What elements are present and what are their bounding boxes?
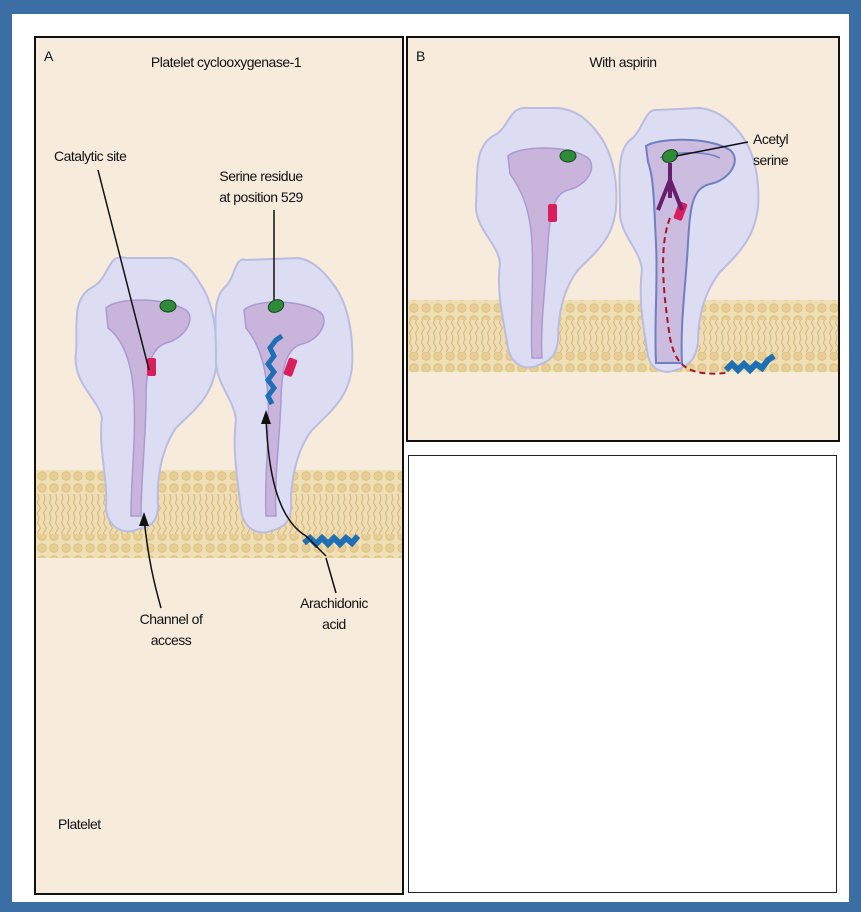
panel-a-illustration bbox=[36, 38, 402, 893]
panel-a-letter: A bbox=[44, 48, 53, 64]
arachidonic-label-line1: Arachidonic bbox=[274, 595, 394, 611]
serine-label-line2: at position 529 bbox=[186, 189, 336, 205]
channel-label-line2: access bbox=[116, 632, 226, 648]
panel-b-illustration bbox=[408, 38, 838, 440]
lipid-membrane bbox=[36, 470, 402, 558]
figure-frame: A Platelet cyclooxygenase-1 Catalytic si… bbox=[12, 14, 849, 902]
serine-residue-left-b bbox=[560, 150, 576, 162]
panel-b-title: With aspirin bbox=[538, 54, 708, 70]
panel-b-letter: B bbox=[416, 48, 425, 64]
catalytic-site-label: Catalytic site bbox=[54, 148, 126, 164]
serine-residue-left bbox=[160, 300, 176, 312]
catalytic-site-left-b bbox=[548, 204, 557, 222]
panel-a: A Platelet cyclooxygenase-1 Catalytic si… bbox=[34, 36, 404, 895]
acetyl-label-line2: serine bbox=[753, 152, 788, 168]
serine-label-line1: Serine residue bbox=[186, 168, 336, 184]
arachidonic-pointer bbox=[326, 558, 336, 593]
platelet-label: Platelet bbox=[58, 816, 101, 832]
panel-a-title: Platelet cyclooxygenase-1 bbox=[96, 54, 356, 70]
panel-b: B With aspirin Acetyl serine bbox=[406, 36, 840, 442]
arachidonic-label-line2: acid bbox=[274, 616, 394, 632]
lipid-membrane-b bbox=[408, 300, 838, 372]
panel-c-blank bbox=[408, 455, 837, 893]
acetyl-label-line1: Acetyl bbox=[753, 131, 788, 147]
channel-label-line1: Channel of bbox=[116, 611, 226, 627]
